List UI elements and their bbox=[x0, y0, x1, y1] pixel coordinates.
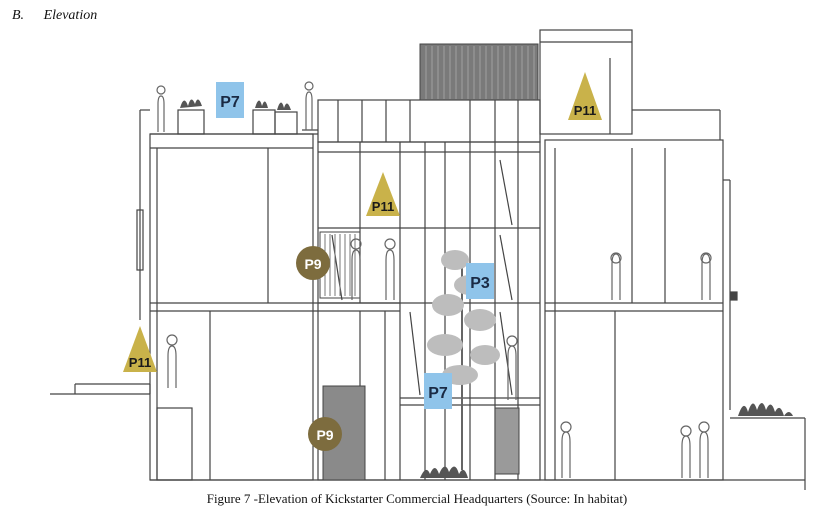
marker-p3: P3 bbox=[466, 263, 494, 299]
elevation-drawing: P7 P11 P11 P9 P3 P11 P7 P9 bbox=[50, 29, 806, 490]
marker-p11-atrium: P11 bbox=[366, 172, 400, 216]
marker-p9-lower: P9 bbox=[308, 417, 342, 451]
atrium-wood-panel bbox=[494, 407, 520, 475]
marker-p11-roof: P11 bbox=[568, 72, 602, 120]
marker-label-p11-roof: P11 bbox=[574, 103, 596, 118]
marker-p9-upper: P9 bbox=[296, 246, 330, 280]
section-number: B. bbox=[12, 8, 25, 23]
marker-label-p7-roof: P7 bbox=[220, 94, 240, 111]
roof-panel-slats bbox=[425, 46, 535, 99]
people-silhouettes bbox=[156, 81, 712, 478]
marker-label-p9-lower: P9 bbox=[316, 427, 333, 443]
section-heading: B. Elevation bbox=[12, 8, 97, 24]
roof-panel bbox=[419, 43, 539, 101]
building-outline bbox=[50, 99, 805, 481]
marker-p7-roof: P7 bbox=[216, 82, 244, 118]
right-block-outline bbox=[539, 29, 806, 490]
marker-label-p9-upper: P9 bbox=[304, 256, 321, 272]
marker-label-p11-atrium: P11 bbox=[372, 199, 394, 214]
figure-caption: Figure 7 -Elevation of Kickstarter Comme… bbox=[206, 491, 628, 506]
marker-label-p3: P3 bbox=[470, 275, 490, 292]
marker-label-p11-left: P11 bbox=[129, 355, 151, 370]
roof-planters bbox=[150, 109, 318, 135]
plants bbox=[180, 99, 793, 478]
section-title: Elevation bbox=[43, 8, 98, 23]
marker-p7-atrium: P7 bbox=[424, 373, 452, 409]
marker-label-p7-atrium: P7 bbox=[428, 385, 448, 402]
marker-p11-left: P11 bbox=[123, 326, 157, 372]
